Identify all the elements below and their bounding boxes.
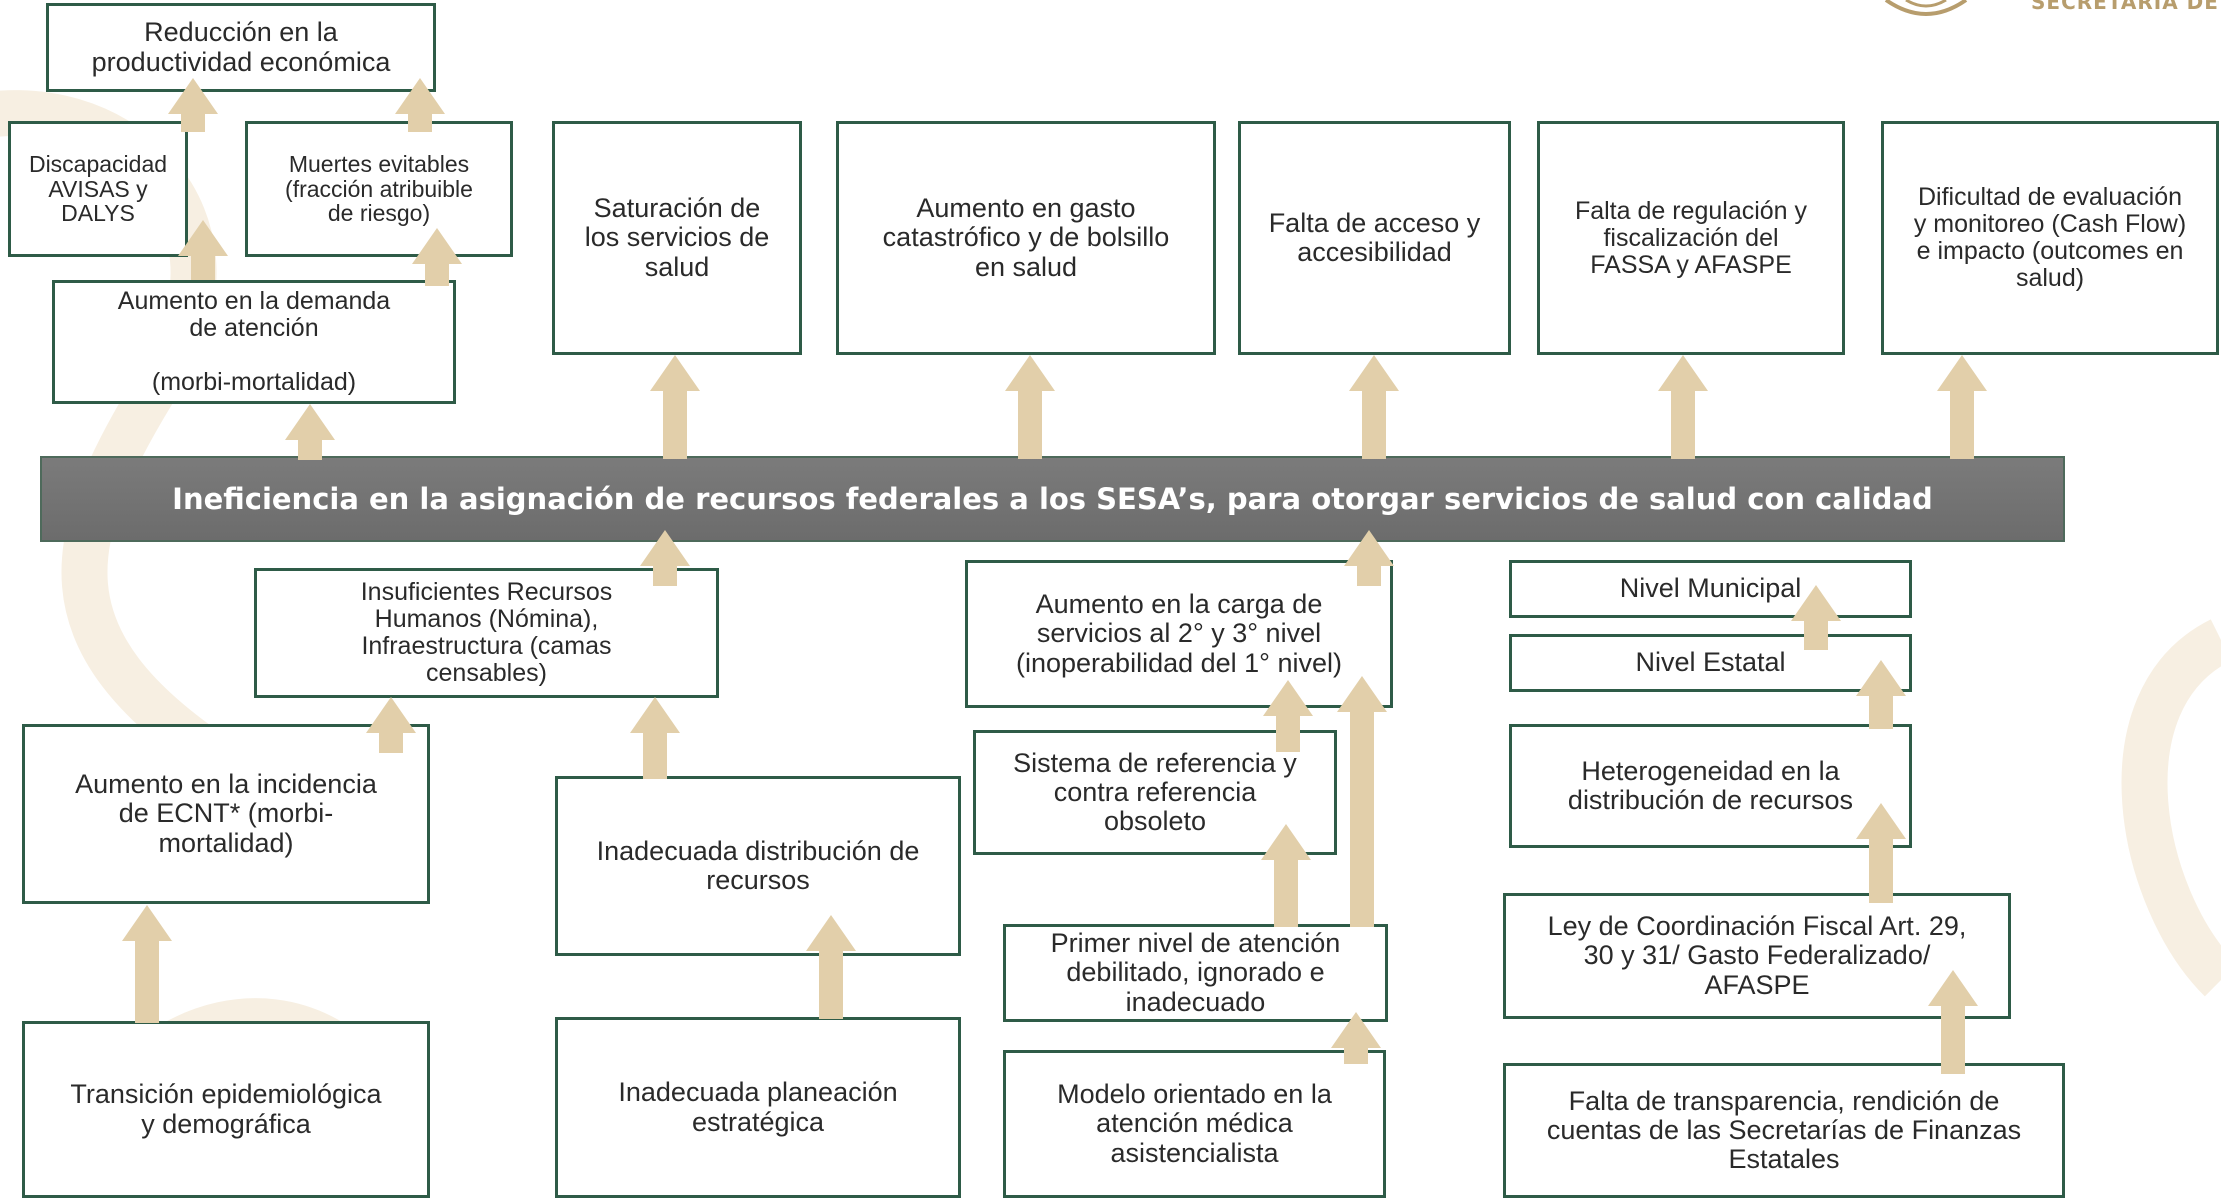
central-problem-label: Ineficiencia en la asignación de recurso… [172, 482, 1933, 516]
cause-municipal-box: Nivel Municipal [1509, 560, 1912, 618]
cause-transparency-box: Falta de transparencia, rendición de cue… [1503, 1063, 2065, 1198]
cause-ecnt-label: Aumento en la incidencia de ECNT* (morbi… [75, 769, 377, 858]
arrow-up-icon [650, 355, 700, 459]
effect-spending-box: Aumento en gasto catastrófico y de bolsi… [836, 121, 1216, 355]
effect-evaluation-box: Dificultad de evaluación y monitoreo (Ca… [1881, 121, 2219, 355]
cause-heterogeneity-label: Heterogeneidad en la distribución de rec… [1567, 755, 1854, 815]
arrow-up-icon [1349, 355, 1399, 459]
effect-deaths-box: Muertes evitables (fracción atribuible d… [245, 121, 513, 257]
cause-model-box: Modelo orientado en la atención médica a… [1003, 1050, 1386, 1198]
effect-productivity-box: Reducción en la productividad económica [46, 3, 436, 92]
effect-regulation-label: Falta de regulación y fiscalización del … [1574, 196, 1808, 279]
cause-human-resources-label: Insuficientes Recursos Humanos (Nómina),… [360, 578, 613, 687]
cause-first-level-label: Primer nivel de atención debilitado, ign… [1050, 928, 1341, 1017]
arrow-up-icon [122, 905, 172, 1023]
cause-state-box: Nivel Estatal [1509, 634, 1912, 692]
cause-model-label: Modelo orientado en la atención médica a… [1057, 1079, 1332, 1168]
effect-saturation-label: Saturación de los servicios de salud [584, 193, 770, 282]
effect-disability-label: Discapacidad AVISAS y DALYS [28, 150, 168, 227]
cause-referral-label: Sistema de referencia y contra referenci… [1013, 747, 1297, 837]
cause-transition-label: Transición epidemiológica y demográfica [70, 1079, 382, 1139]
cause-first-level-box: Primer nivel de atención debilitado, ign… [1003, 924, 1388, 1022]
cause-distribution-box: Inadecuada distribución de recursos [555, 776, 961, 956]
cause-municipal-label: Nivel Municipal [1619, 573, 1802, 604]
arrow-up-icon [1005, 355, 1055, 459]
effect-access-label: Falta de acceso y accesibilidad [1268, 207, 1481, 267]
cause-transition-box: Transición epidemiológica y demográfica [22, 1021, 430, 1198]
cause-distribution-label: Inadecuada distribución de recursos [596, 835, 920, 895]
cause-heterogeneity-box: Heterogeneidad en la distribución de rec… [1509, 724, 1912, 848]
central-problem-banner: Ineficiencia en la asignación de recurso… [40, 456, 2065, 542]
logo-text: SECRETARÍA DE [2031, 0, 2219, 14]
arrow-up-icon [1337, 676, 1387, 927]
effect-saturation-box: Saturación de los servicios de salud [552, 121, 802, 355]
effect-access-box: Falta de acceso y accesibilidad [1238, 121, 1511, 355]
effect-demand-label: Aumento en la demanda de atención (morbi… [117, 287, 391, 396]
arrow-up-icon [285, 404, 335, 460]
cause-planning-box: Inadecuada planeación estratégica [555, 1017, 961, 1198]
effect-demand-box: Aumento en la demanda de atención (morbi… [52, 280, 456, 404]
cause-load-box: Aumento en la carga de servicios al 2° y… [965, 560, 1393, 708]
effect-productivity-label: Reducción en la productividad económica [91, 17, 391, 77]
effect-disability-box: Discapacidad AVISAS y DALYS [8, 121, 188, 257]
cause-law-label: Ley de Coordinación Fiscal Art. 29, 30 y… [1547, 911, 1967, 1000]
arrow-up-icon [1937, 355, 1987, 459]
cause-load-label: Aumento en la carga de servicios al 2° y… [1016, 589, 1342, 678]
arrow-up-icon [1658, 355, 1708, 459]
government-logo: SECRETARÍA DE [1861, 0, 2221, 22]
cause-transparency-label: Falta de transparencia, rendición de cue… [1546, 1085, 2022, 1175]
effect-deaths-label: Muertes evitables (fracción atribuible d… [285, 150, 473, 227]
cause-ecnt-box: Aumento en la incidencia de ECNT* (morbi… [22, 724, 430, 904]
cause-law-box: Ley de Coordinación Fiscal Art. 29, 30 y… [1503, 893, 2011, 1019]
effect-regulation-box: Falta de regulación y fiscalización del … [1537, 121, 1845, 355]
cause-planning-label: Inadecuada planeación estratégica [618, 1077, 898, 1137]
eagle-seal-icon [1884, 0, 1968, 16]
cause-human-resources-box: Insuficientes Recursos Humanos (Nómina),… [254, 568, 719, 698]
cause-state-label: Nivel Estatal [1635, 647, 1786, 678]
effect-spending-label: Aumento en gasto catastrófico y de bolsi… [882, 193, 1170, 282]
arrow-up-icon [630, 697, 680, 779]
effect-evaluation-label: Dificultad de evaluación y monitoreo (Ca… [1913, 183, 2187, 292]
